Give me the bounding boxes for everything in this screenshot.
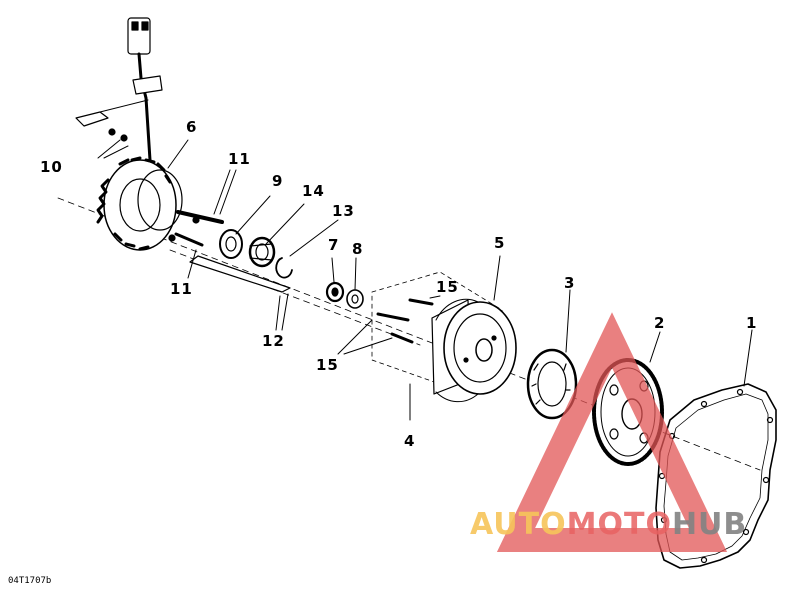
callout-11-lower: 11 <box>170 280 193 298</box>
callout-7: 7 <box>328 236 340 254</box>
callout-10: 10 <box>40 158 63 176</box>
callout-15-upper: 15 <box>436 278 459 296</box>
callout-9: 9 <box>272 172 284 190</box>
callout-14: 14 <box>302 182 325 200</box>
wiring-harness <box>99 17 163 162</box>
watermark-text: AUTOMOTOHUB <box>470 510 747 540</box>
callout-4: 4 <box>404 432 416 450</box>
leader-lines <box>97 139 753 421</box>
callout-15-lower: 15 <box>316 356 339 374</box>
callout-2: 2 <box>654 314 666 332</box>
bearing <box>248 236 276 268</box>
callout-5: 5 <box>494 234 506 252</box>
rotor <box>431 298 517 403</box>
oil-seal <box>219 229 243 259</box>
nut-and-washer <box>325 281 364 309</box>
callout-11-upper: 11 <box>228 150 251 168</box>
callout-6: 6 <box>186 118 198 136</box>
clamp-and-screws <box>75 111 128 142</box>
stator-bolts <box>168 210 224 247</box>
watermark-moto: MOTO <box>566 507 672 542</box>
rotor-screws <box>376 298 434 344</box>
figure-code: 04T1707b <box>8 576 52 586</box>
callout-13: 13 <box>332 202 355 220</box>
watermark-hub: HUB <box>671 507 748 542</box>
stator <box>96 156 183 251</box>
circlip <box>275 257 293 279</box>
watermark-auto: AUTO <box>470 507 567 542</box>
callout-3: 3 <box>564 274 576 292</box>
pin <box>189 255 291 293</box>
callout-1: 1 <box>746 314 758 332</box>
callout-8: 8 <box>352 240 364 258</box>
starter-clutch <box>526 348 578 420</box>
callout-12: 12 <box>262 332 285 350</box>
